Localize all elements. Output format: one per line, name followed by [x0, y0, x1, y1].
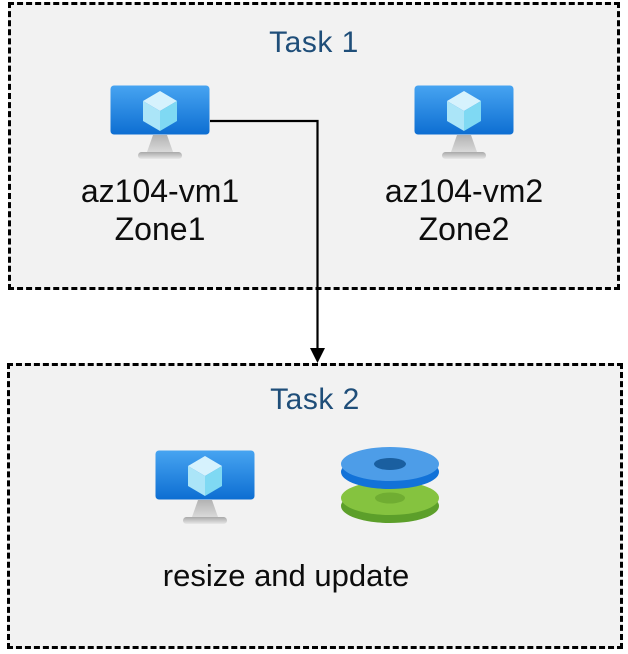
task2-box: Task 2 resize and update: [7, 363, 623, 649]
vm2-name: az104-vm2: [384, 173, 544, 209]
vm2-label: az104-vm2 Zone2: [364, 172, 564, 248]
task1-box: Task 1 az104-vm1 Zone1 az104-vm2 Zone2: [8, 2, 620, 290]
vm1-label: az104-vm1 Zone1: [60, 172, 260, 248]
vm1-name: az104-vm1: [80, 173, 240, 209]
managed-disks-icon: [341, 447, 439, 523]
vm2-zone: Zone2: [418, 211, 510, 247]
virtual-machine-icon: [155, 450, 255, 524]
vm1-zone: Zone1: [114, 211, 206, 247]
virtual-machine-icon: [414, 85, 514, 159]
task2-title: Task 2: [270, 383, 360, 416]
virtual-machine-icon: [110, 85, 210, 159]
task1-title: Task 1: [269, 26, 359, 59]
task2-caption: resize and update: [162, 558, 410, 593]
